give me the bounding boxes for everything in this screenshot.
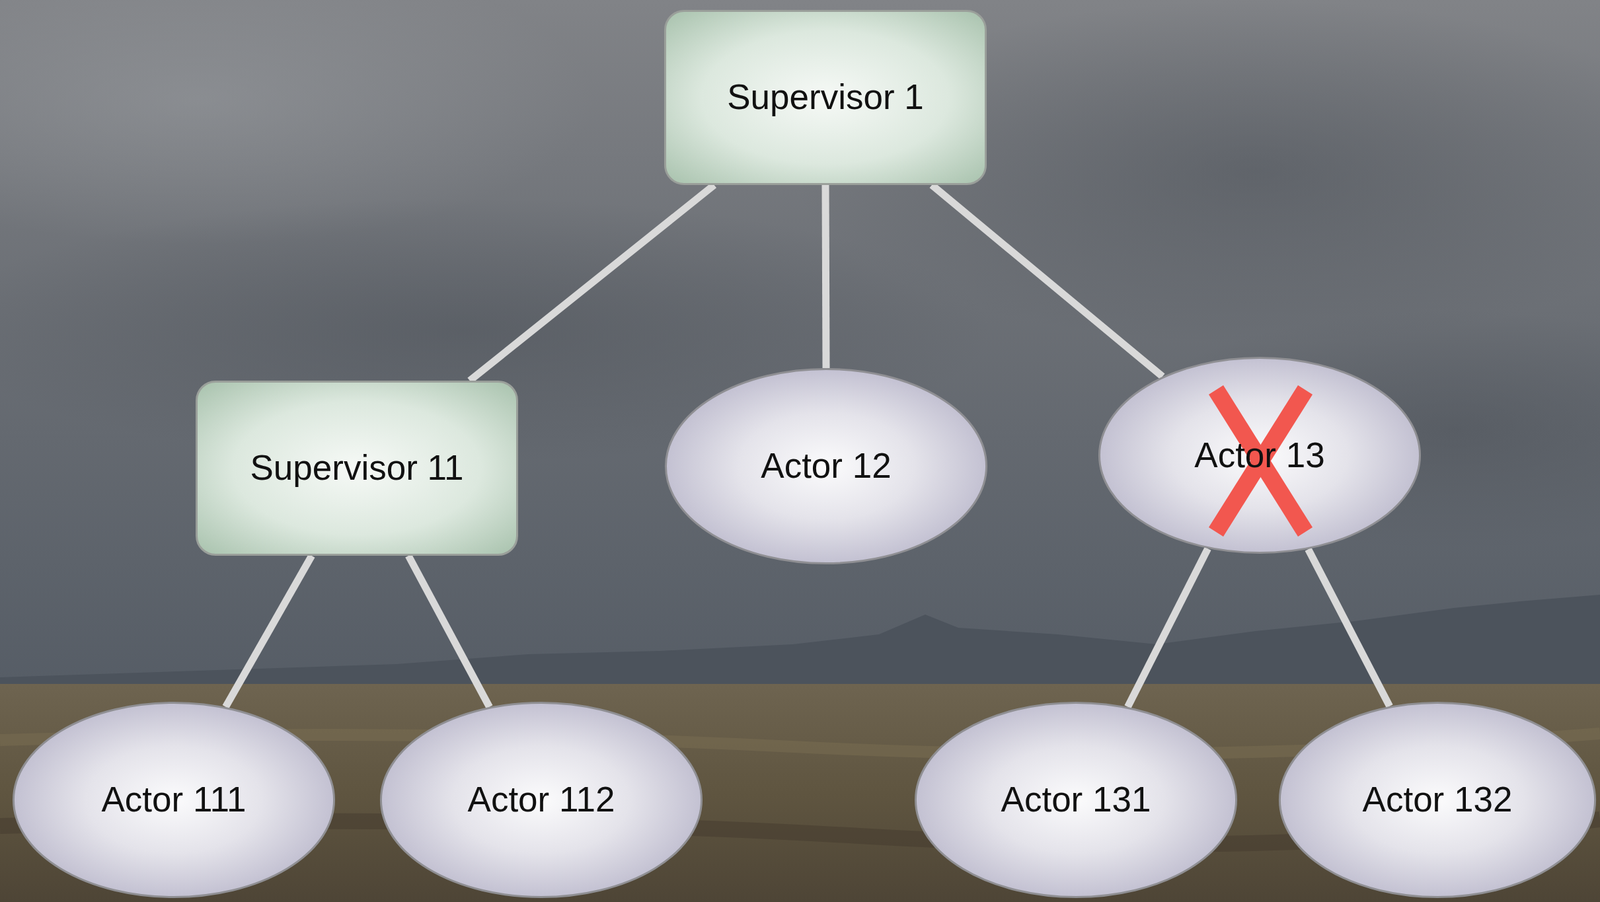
node-label-group: Supervisor 1 [726,77,924,117]
ellipse-shape [915,702,1236,897]
node-label: Actor 131 [1001,780,1152,819]
ground [0,684,1600,902]
actor-ellipse: Actor 13 [1097,356,1422,554]
actor-ellipse: Actor 112 [379,701,704,899]
ellipse-shape [13,702,334,897]
node-label: Actor 132 [1362,780,1513,819]
node-label-group: Actor 132 [1362,780,1513,819]
ellipse-shape [1099,357,1420,553]
hierarchy-link [825,185,827,369]
node-label: Supervisor 1 [726,77,924,117]
node-label-group: Actor 12 [760,446,891,486]
ellipse-shape [665,368,987,564]
node-label: Actor 13 [1194,436,1325,475]
node-label: Actor 111 [101,780,247,819]
node-label-group: Supervisor 11 [249,448,464,488]
hierarchy-link [469,185,715,381]
node-label: Actor 12 [760,446,891,486]
ellipse-shape [380,702,702,897]
cross-stroke [1216,389,1306,533]
supervisor-box: Supervisor 11 [195,380,519,556]
actor-ellipse: Actor 12 [664,368,989,565]
ellipse-shape [1279,702,1595,897]
node-label-group: Actor 13 [1194,436,1325,475]
hierarchy-link [408,555,490,708]
supervisor-box: Supervisor 1 [664,9,987,186]
actor-ellipse: Actor 111 [11,701,336,899]
node-label-group: Actor 111 [101,780,247,819]
node-label: Supervisor 11 [249,448,464,488]
cross-stroke [1216,389,1306,533]
hierarchy-link [1308,549,1390,707]
hierarchy-link [225,555,312,708]
node-label-group: Actor 112 [467,780,616,819]
hierarchy-link [931,185,1163,377]
node-label-group: Actor 131 [1001,780,1152,819]
actor-ellipse: Actor 132 [1278,701,1597,899]
node-label: Actor 112 [467,780,616,819]
actor-ellipse: Actor 131 [914,701,1238,899]
mountains [0,594,1600,688]
hierarchy-link [1127,548,1208,708]
